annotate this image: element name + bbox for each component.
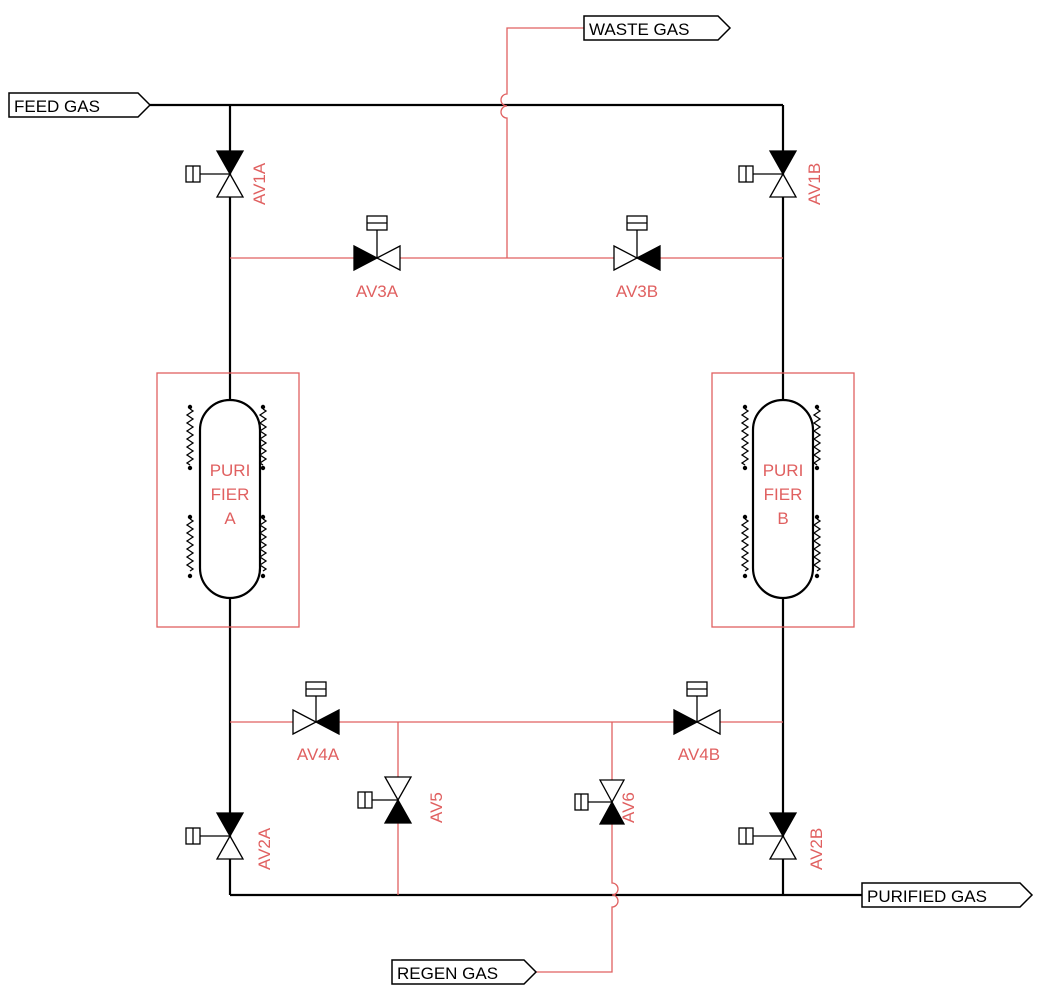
secondary-pipes (230, 27, 783, 973)
heater-coil-a-right-upper (258, 404, 268, 471)
heater-coil-a-right-lower (258, 514, 268, 579)
valve-av2b-label: AV2B (807, 828, 826, 870)
purifier-b-label-line1: PURI (763, 461, 804, 480)
valve-av1a-label: AV1A (250, 162, 269, 205)
valve-av4b[interactable] (673, 681, 721, 736)
purifier-b-vessel (751, 398, 815, 600)
purifier-a-label-line2: FIER (211, 485, 250, 504)
valve-av2b[interactable] (738, 812, 798, 860)
purified-gas-label: PURIFIED GAS (867, 887, 987, 906)
feed-gas-flag: FEED GAS (8, 92, 152, 118)
purifier-a-label-line1: PURI (210, 461, 251, 480)
purifier-b: PURI FIER B (711, 372, 855, 628)
valve-av1b-label: AV1B (805, 163, 824, 205)
purifier-b-label-line2: FIER (764, 485, 803, 504)
purified-gas-flag: PURIFIED GAS (861, 882, 1034, 908)
valve-av3b-label: AV3B (616, 282, 658, 301)
valve-av6-label: AV6 (619, 792, 638, 823)
regen-gas-line (536, 722, 619, 973)
feed-gas-label: FEED GAS (14, 97, 100, 116)
valve-av4a-label: AV4A (297, 745, 340, 764)
purifier-a-heaters (185, 404, 268, 579)
heater-coil-b-left-lower (740, 514, 750, 579)
waste-gas-label: WASTE GAS (589, 20, 689, 39)
valve-av3a-label: AV3A (356, 282, 399, 301)
purifier-a-frame (156, 372, 300, 628)
purifier-a-label-line3: A (224, 509, 236, 528)
valve-av1b[interactable] (738, 150, 798, 198)
valve-av3a[interactable] (353, 215, 401, 272)
heater-coil-a-left-upper (185, 404, 195, 471)
waste-gas-line (500, 27, 584, 258)
valve-av5[interactable] (357, 776, 413, 824)
purifier-b-frame (711, 372, 855, 628)
heater-coil-b-right-upper (812, 404, 822, 471)
heater-coil-b-right-lower (812, 514, 822, 579)
regen-gas-label: REGEN GAS (397, 964, 498, 983)
purifier-b-label-line3: B (777, 509, 788, 528)
waste-gas-flag: WASTE GAS (583, 15, 732, 41)
valve-av4b-label: AV4B (678, 745, 720, 764)
valve-av2a-label: AV2A (255, 827, 274, 870)
valve-av3b[interactable] (613, 215, 661, 272)
valve-av5-label: AV5 (427, 792, 446, 823)
purifier-a: PURI FIER A (156, 372, 300, 628)
regen-gas-flag: REGEN GAS (391, 959, 538, 985)
heater-coil-a-left-lower (185, 514, 195, 579)
valve-av6[interactable] (574, 779, 626, 825)
valve-av2a[interactable] (185, 812, 245, 860)
heater-coil-b-left-upper (740, 404, 750, 471)
valve-av1a[interactable] (185, 150, 245, 198)
valve-av4a[interactable] (292, 681, 340, 736)
purifier-b-heaters (740, 404, 822, 579)
purifier-a-vessel (198, 398, 262, 600)
